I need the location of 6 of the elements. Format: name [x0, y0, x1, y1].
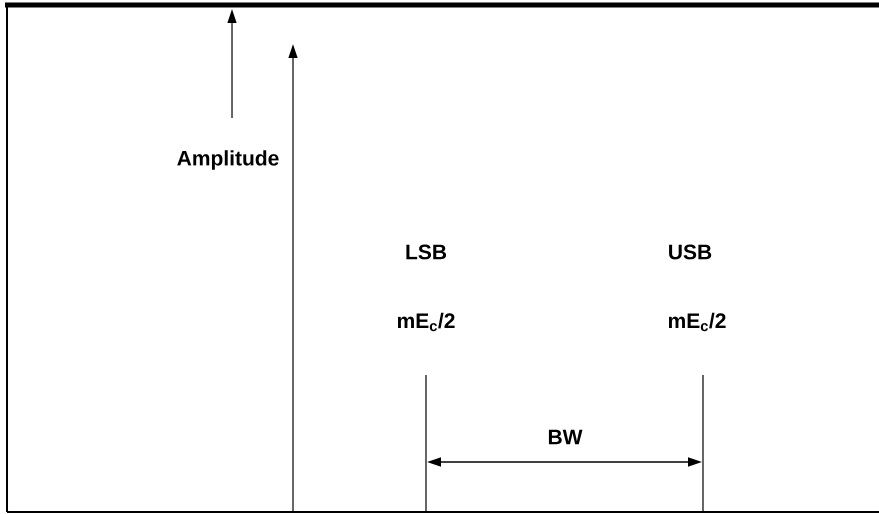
sideband-label: LSB — [406, 244, 446, 260]
amplitude-label: mE$_{c}$/2 — [668, 312, 726, 332]
axis-label: Amplitude — [177, 150, 279, 170]
bandwidth-label: BW — [548, 430, 582, 444]
sideband-label: USB — [669, 244, 712, 260]
amplitude-label: mE$_{c}$/2 — [398, 312, 455, 332]
